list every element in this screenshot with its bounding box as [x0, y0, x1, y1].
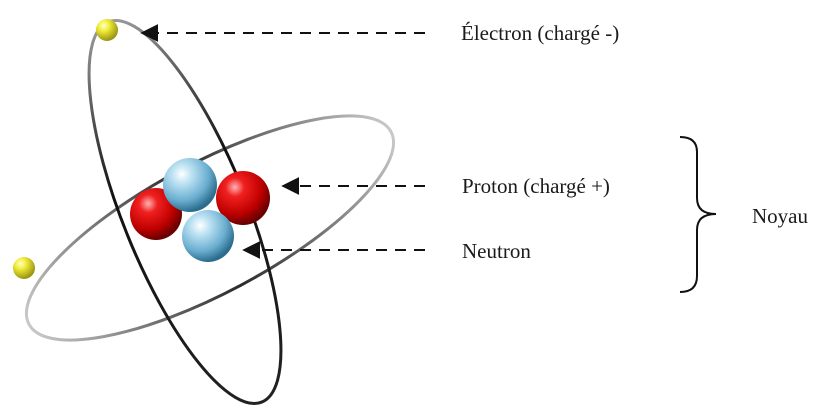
proton-right — [216, 171, 270, 225]
electron-top — [96, 19, 118, 41]
nucleus — [130, 158, 270, 262]
nucleus-label: Noyau — [752, 204, 808, 228]
neutron-bottom — [182, 210, 234, 262]
nucleus-brace — [679, 136, 717, 293]
neutron-label: Neutron — [462, 239, 531, 263]
neutron-top — [163, 158, 217, 212]
electron-label: Électron (chargé -) — [461, 21, 619, 45]
proton-label: Proton (chargé +) — [462, 174, 610, 198]
electron-left — [13, 257, 35, 279]
